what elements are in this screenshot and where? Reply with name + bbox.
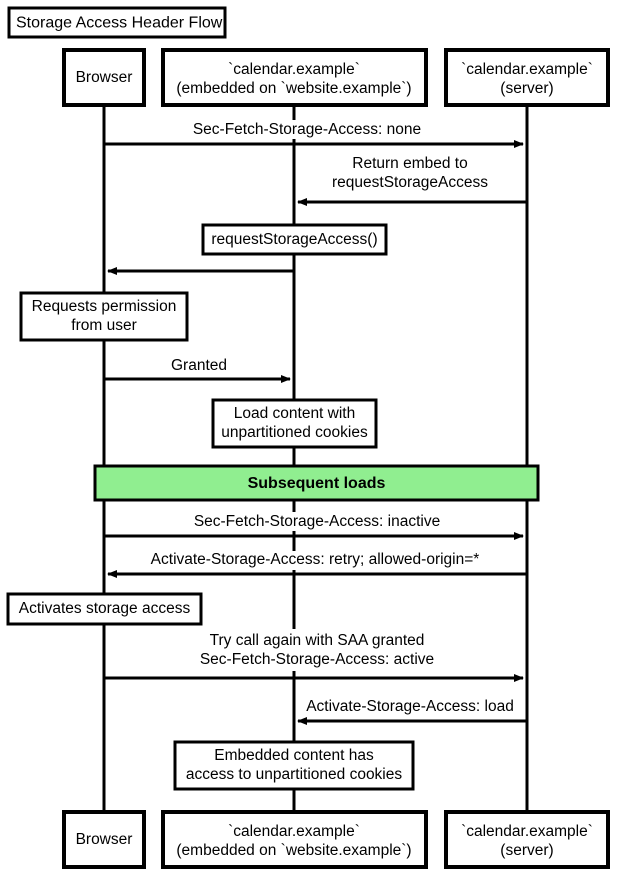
actor-boxes-bottom: Browser `calendar.example` (embedded on … [62, 810, 610, 869]
message-6-label: Activate-Storage-Access: retry; allowed-… [151, 551, 480, 568]
note-3-rect [211, 398, 378, 449]
message-return-embed: Return embed to requestStorageAccess [297, 152, 527, 206]
actor-browser-top-rect[interactable] [62, 48, 146, 107]
note-3-label-line2: unpartitioned cookies [221, 424, 368, 441]
actor-browser-top-label: Browser [76, 69, 133, 86]
actor-embed-top-rect[interactable] [161, 48, 428, 107]
note-2-label-line1: Requests permission [32, 298, 177, 315]
actor-embed-top-label-line2: (embedded on `website.example`) [176, 80, 411, 97]
actor-browser-bottom-label: Browser [76, 831, 133, 848]
message-2-label-line1: Return embed to [352, 155, 467, 172]
actor-browser-bottom[interactable]: Browser [62, 810, 146, 869]
message-8-label-bg [303, 698, 518, 717]
actor-server-top-label-line1: `calendar.example` [461, 61, 593, 78]
note-2-rect [19, 291, 189, 342]
actor-embed-top-label-line1: `calendar.example` [228, 61, 360, 78]
diagram-title: Storage Access Header Flow [7, 6, 227, 39]
message-7-label-line1: Try call again with SAA granted [210, 632, 425, 649]
actor-server-top-label-line2: (server) [500, 80, 553, 97]
note-1-rect [201, 223, 388, 256]
actor-embed-bottom-label-line2: (embedded on `website.example`) [176, 842, 411, 859]
message-5-label: Sec-Fetch-Storage-Access: inactive [194, 513, 440, 530]
note-load-content: Load content with unpartitioned cookies [211, 398, 378, 449]
actor-embed-bottom-label-line1: `calendar.example` [228, 823, 360, 840]
note-2-label-line2: from user [71, 317, 136, 334]
banner-rect [93, 464, 540, 502]
message-8-label: Activate-Storage-Access: load [306, 698, 514, 715]
actor-embed-bottom[interactable]: `calendar.example` (embedded on `website… [161, 810, 428, 869]
banner-label: Subsequent loads [248, 475, 386, 492]
note-1-label: requestStorageAccess() [211, 231, 377, 248]
note-activates-storage-access: Activates storage access [6, 592, 203, 626]
message-try-call-again-saa: Try call again with SAA granted Sec-Fetc… [104, 629, 524, 682]
message-granted: Granted [104, 357, 291, 383]
actor-embed-top[interactable]: `calendar.example` (embedded on `website… [161, 48, 428, 107]
message-activate-storage-access-load: Activate-Storage-Access: load [297, 698, 527, 725]
message-activate-storage-access-retry: Activate-Storage-Access: retry; allowed-… [107, 551, 527, 578]
message-1-label-bg [190, 120, 425, 139]
actor-server-bottom-label-line1: `calendar.example` [461, 823, 593, 840]
note-request-storage-access: requestStorageAccess() [201, 223, 388, 256]
actor-boxes-top: Browser `calendar.example` (embedded on … [62, 48, 610, 107]
actor-browser-bottom-rect[interactable] [62, 810, 146, 869]
message-7-label-line2: Sec-Fetch-Storage-Access: active [200, 651, 434, 668]
message-sec-fetch-storage-access-none: Sec-Fetch-Storage-Access: none [104, 120, 524, 148]
title-label: Storage Access Header Flow [16, 15, 223, 32]
message-4-label: Granted [171, 357, 227, 374]
note-5-label-line1: Embedded content has [214, 747, 374, 764]
actor-server-bottom-label-line2: (server) [500, 842, 553, 859]
message-2-label-bg [327, 152, 493, 194]
actor-server-bottom[interactable]: `calendar.example` (server) [444, 810, 610, 869]
message-6-label-bg [145, 551, 485, 570]
message-2-label-line2: requestStorageAccess [332, 174, 488, 191]
actor-embed-bottom-rect[interactable] [161, 810, 428, 869]
note-requests-permission: Requests permission from user [19, 291, 189, 342]
section-banner-subsequent-loads: Subsequent loads [93, 464, 540, 502]
message-4-label-bg [167, 357, 230, 376]
actor-server-top-rect[interactable] [444, 48, 610, 107]
message-7-label-bg [196, 629, 439, 671]
note-embedded-content-access: Embedded content has access to unpartiti… [173, 740, 415, 791]
lifelines-group [102, 105, 529, 812]
note-4-rect [6, 592, 203, 626]
title-box-rect [7, 6, 227, 39]
message-sec-fetch-storage-access-inactive: Sec-Fetch-Storage-Access: inactive [104, 512, 524, 540]
note-4-label: Activates storage access [19, 600, 191, 617]
message-1-label: Sec-Fetch-Storage-Access: none [193, 121, 421, 138]
note-3-label-line1: Load content with [234, 405, 356, 422]
actor-server-bottom-rect[interactable] [444, 810, 610, 869]
message-5-label-bg [188, 512, 447, 531]
actor-browser-top[interactable]: Browser [62, 48, 146, 107]
note-5-label-line2: access to unpartitioned cookies [186, 766, 403, 783]
note-5-rect [173, 740, 415, 791]
actor-server-top[interactable]: `calendar.example` (server) [444, 48, 610, 107]
